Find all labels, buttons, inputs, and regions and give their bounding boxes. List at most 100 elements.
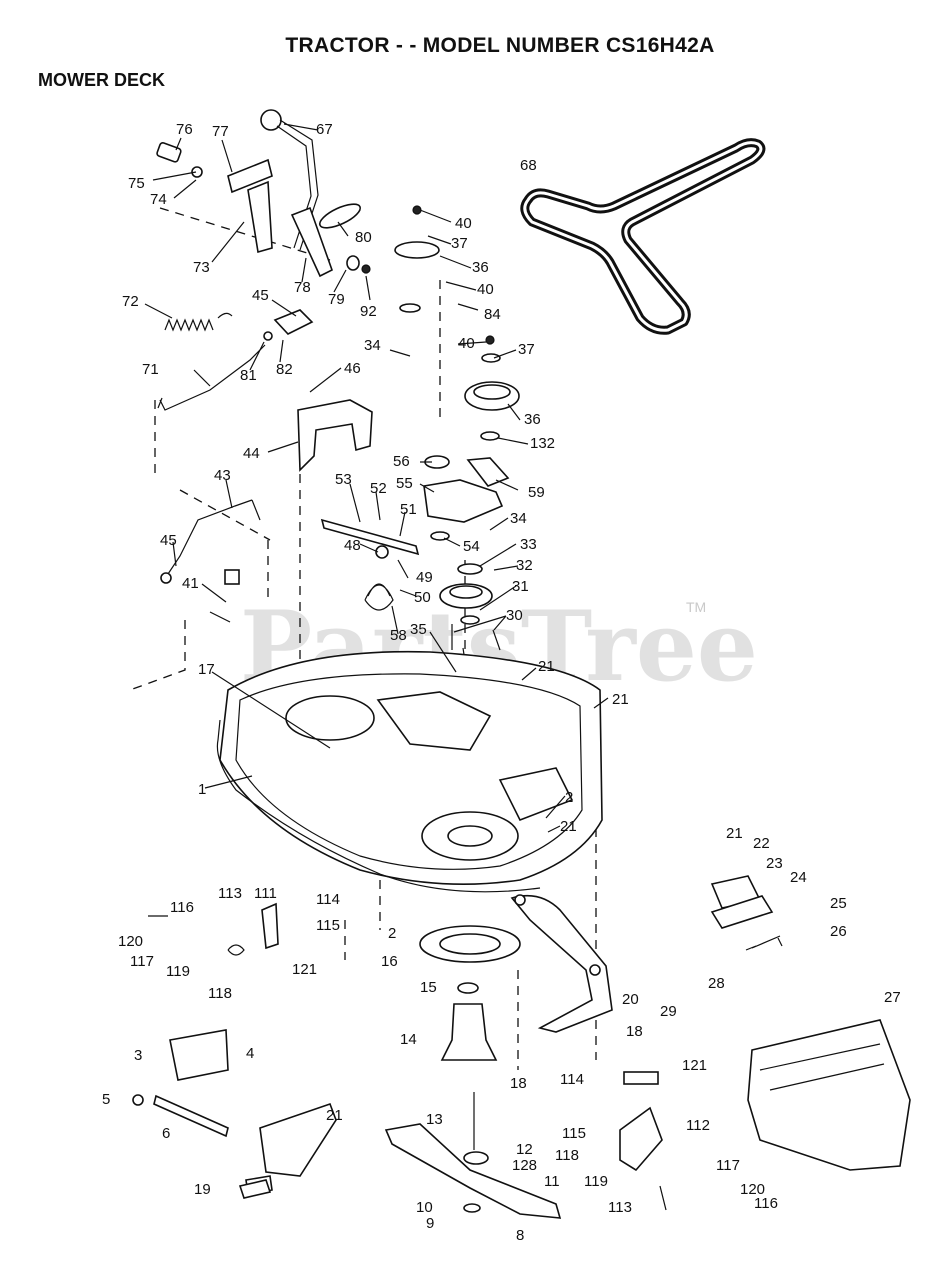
- callout-37: 37: [451, 235, 468, 252]
- callout-31: 31: [512, 578, 529, 595]
- bracket[interactable]: [263, 309, 314, 341]
- callout-9: 9: [426, 1215, 434, 1232]
- chute-hardware[interactable]: [710, 875, 783, 951]
- alignment-lines: [129, 207, 597, 1070]
- callout-36: 36: [472, 259, 489, 276]
- lift-rod[interactable]: [157, 344, 266, 411]
- callout-111: 111: [254, 885, 277, 902]
- pulley-stack[interactable]: [394, 205, 520, 669]
- callout-32: 32: [516, 557, 533, 574]
- callout-119: 119: [166, 963, 190, 980]
- callout-58: 58: [390, 627, 407, 644]
- discharge-chute[interactable]: [747, 1019, 911, 1171]
- callout-28: 28: [708, 975, 725, 992]
- callout-21: 21: [326, 1107, 343, 1124]
- callout-35: 35: [410, 621, 427, 638]
- callout-5: 5: [102, 1091, 110, 1108]
- callout-115: 115: [562, 1125, 586, 1142]
- callout-1: 1: [198, 781, 206, 798]
- callout-40: 40: [477, 281, 494, 298]
- callout-21: 21: [612, 691, 629, 708]
- callout-40: 40: [455, 215, 472, 232]
- callout-121: 121: [292, 961, 317, 978]
- callout-49: 49: [416, 569, 433, 586]
- callout-77: 77: [212, 123, 229, 140]
- callout-56: 56: [393, 453, 410, 470]
- callout-119: 119: [584, 1173, 608, 1190]
- callout-44: 44: [243, 445, 260, 462]
- hardware-cluster-left[interactable]: [148, 902, 279, 956]
- callout-8: 8: [516, 1227, 524, 1244]
- callout-6: 6: [162, 1125, 170, 1142]
- callout-34: 34: [364, 337, 381, 354]
- spindle-assembly[interactable]: [384, 925, 562, 1219]
- hardware-cluster-right[interactable]: [619, 1071, 667, 1211]
- callout-72: 72: [122, 293, 139, 310]
- front-bracket-parts[interactable]: [132, 1029, 337, 1195]
- callout-48: 48: [344, 537, 361, 554]
- callout-22: 22: [753, 835, 770, 852]
- callout-116: 116: [754, 1195, 778, 1212]
- spring[interactable]: [164, 312, 233, 332]
- drive-belt[interactable]: [520, 138, 766, 335]
- callout-23: 23: [766, 855, 783, 872]
- baffle-arm[interactable]: [510, 894, 613, 1033]
- callout-45: 45: [160, 532, 177, 549]
- callout-4: 4: [246, 1045, 254, 1062]
- callout-14: 14: [400, 1031, 417, 1048]
- callout-116: 116: [170, 899, 194, 916]
- callout-13: 13: [426, 1111, 443, 1128]
- callout-45: 45: [252, 287, 269, 304]
- callout-43: 43: [214, 467, 231, 484]
- mower-deck-housing[interactable]: [216, 650, 603, 893]
- callout-52: 52: [370, 480, 387, 497]
- callout-118: 118: [208, 985, 232, 1002]
- callout-2: 2: [565, 789, 573, 806]
- callout-71: 71: [142, 361, 159, 378]
- callout-132: 132: [530, 435, 555, 452]
- callout-112: 112: [686, 1117, 710, 1134]
- callout-51: 51: [400, 501, 417, 518]
- callout-114: 114: [560, 1071, 584, 1088]
- lift-lever-assembly[interactable]: [156, 109, 371, 278]
- callout-79: 79: [328, 291, 345, 308]
- callout-114: 114: [316, 891, 340, 908]
- callout-121: 121: [682, 1057, 707, 1074]
- callout-55: 55: [396, 475, 413, 492]
- callout-84: 84: [484, 306, 501, 323]
- callout-24: 24: [790, 869, 807, 886]
- bolt-19[interactable]: [238, 1179, 272, 1199]
- callout-75: 75: [128, 175, 145, 192]
- callout-18: 18: [510, 1075, 527, 1092]
- callout-46: 46: [344, 360, 361, 377]
- callout-82: 82: [276, 361, 293, 378]
- idler-arm[interactable]: [320, 518, 420, 611]
- page-title: TRACTOR - - MODEL NUMBER CS16H42A: [285, 34, 715, 57]
- callout-3: 3: [134, 1047, 142, 1064]
- callout-73: 73: [193, 259, 210, 276]
- callout-labels: 76 77 67 75 74 68 40 37 80 73 36 40 78 7…: [102, 121, 901, 1244]
- callout-26: 26: [830, 923, 847, 940]
- callout-54: 54: [463, 538, 480, 555]
- callout-30: 30: [506, 607, 523, 624]
- callout-117: 117: [130, 953, 154, 970]
- callout-41: 41: [182, 575, 199, 592]
- callout-12: 12: [516, 1141, 533, 1158]
- callout-50: 50: [414, 589, 431, 606]
- callout-92: 92: [360, 303, 377, 320]
- callout-21: 21: [726, 825, 743, 842]
- callout-78: 78: [294, 279, 311, 296]
- callout-113: 113: [608, 1199, 632, 1216]
- hardware-41[interactable]: [209, 569, 240, 623]
- callout-40: 40: [458, 335, 475, 352]
- belt-guard-bracket[interactable]: [297, 399, 373, 472]
- callout-68: 68: [520, 157, 537, 174]
- callout-36: 36: [524, 411, 541, 428]
- callout-118: 118: [555, 1147, 579, 1164]
- callout-20: 20: [622, 991, 639, 1008]
- callout-17: 17: [198, 661, 215, 678]
- callout-76: 76: [176, 121, 193, 138]
- callout-74: 74: [150, 191, 167, 208]
- callout-25: 25: [830, 895, 847, 912]
- watermark-trademark: TM: [686, 599, 706, 615]
